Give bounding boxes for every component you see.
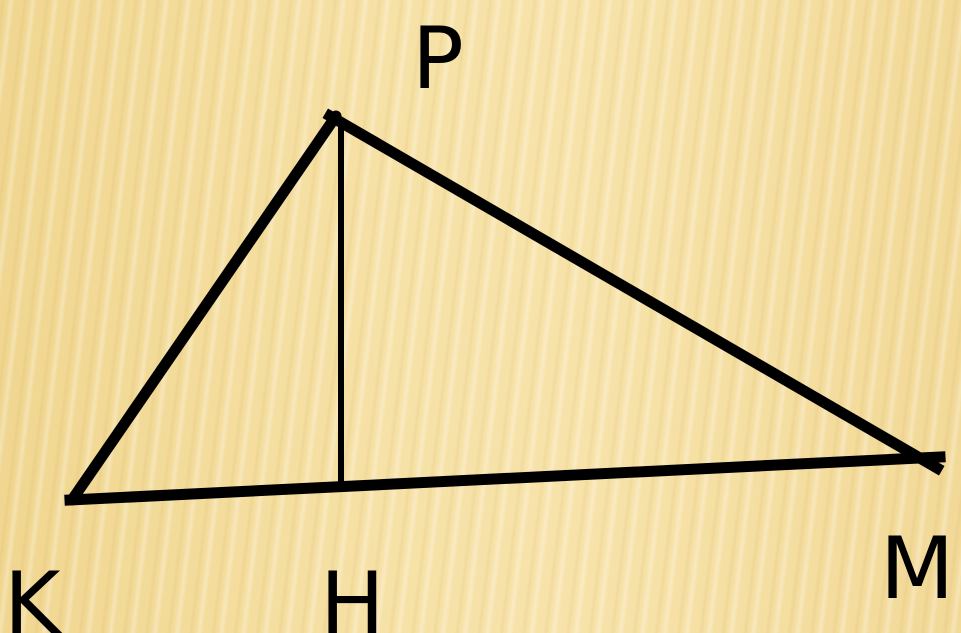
side-km — [64, 451, 946, 506]
label-p: P — [412, 9, 464, 109]
label-h: H — [320, 554, 385, 633]
side-pm — [322, 108, 945, 476]
label-k: K — [4, 554, 63, 633]
label-m: M — [880, 519, 954, 619]
side-kp — [66, 110, 342, 506]
